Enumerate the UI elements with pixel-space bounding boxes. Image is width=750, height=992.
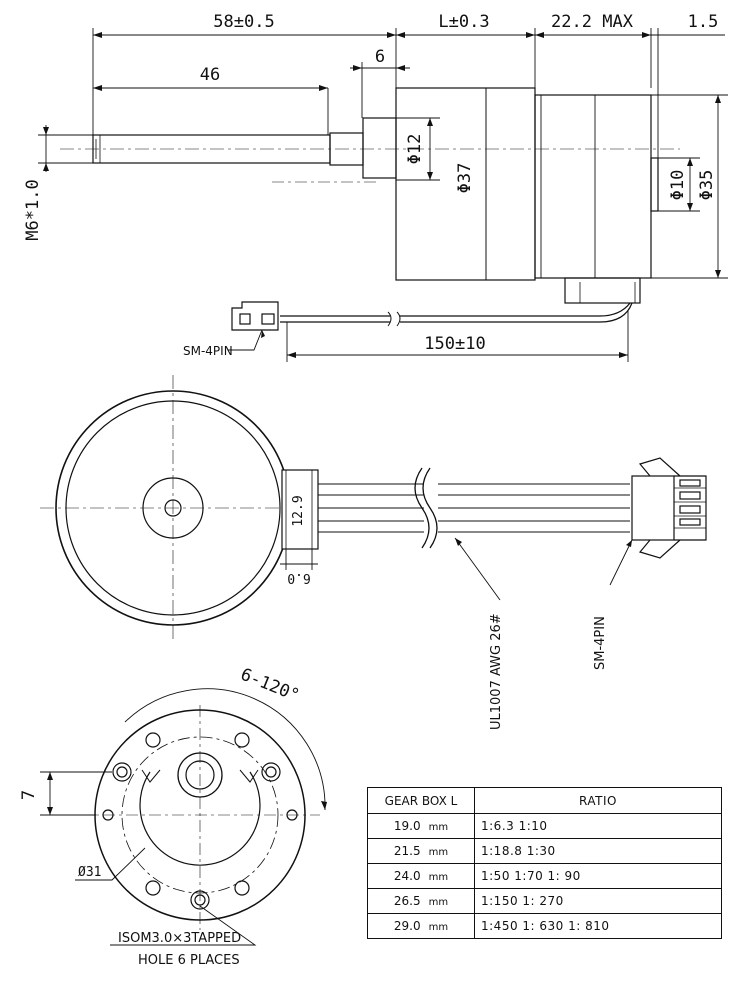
cell-ratio: 1:6.3 1:10: [474, 813, 722, 839]
dim-thread: M6*1.0: [23, 179, 43, 240]
dim-end-boss-width: 6.0: [287, 570, 310, 585]
dim-gearbox-diameter: Φ37: [455, 163, 475, 194]
end-connector-label: SM-4PIN: [593, 616, 608, 670]
dim-overall-length: 58±0.5: [213, 12, 274, 32]
dim-end-length: 1.5: [688, 12, 719, 32]
header-gearbox-length: GEAR BOX L: [367, 787, 475, 814]
dim-motor-diameter: Φ35: [697, 170, 717, 201]
hole-note-line1: ISOM3.0×3TAPPED: [118, 931, 241, 946]
dim-offset: 7: [19, 790, 39, 800]
table-header-row: GEAR BOX L RATIO: [367, 787, 722, 814]
dim-boss-length: 6: [375, 47, 385, 67]
cell-ratio: 1:150 1: 270: [474, 888, 722, 914]
cell-ratio: 1:18.8 1:30: [474, 838, 722, 864]
dim-motor-length: 22.2 MAX: [551, 12, 634, 32]
header-ratio: RATIO: [474, 787, 722, 814]
side-connector-label: SM-4PIN: [183, 344, 233, 358]
dim-cable-length: 150±10: [424, 334, 485, 354]
cell-ratio: 1:50 1:70 1: 90: [474, 863, 722, 889]
dim-body-length: L±0.3: [438, 12, 489, 32]
wire-label: UL1007 AWG 26#: [489, 613, 504, 730]
side-view: 58±0.5 L±0.3 22.2 MAX 1.5 46 6: [23, 12, 728, 362]
hole-note-line2: HOLE 6 PLACES: [138, 953, 240, 968]
dim-boss-diameter: Φ12: [405, 134, 425, 165]
dim-pcd: Ø31: [78, 865, 101, 880]
front-view: 6-120° 7 Ø31 ISOM3.0×3TAPPED HOLE 6 PLAC…: [19, 665, 327, 968]
cell-ratio: 1:450 1: 630 1: 810: [474, 913, 722, 939]
dim-shaft-length: 46: [200, 65, 220, 85]
dim-end-boss-height: 12.9: [291, 495, 306, 526]
dim-cap-diameter: Φ10: [668, 170, 688, 201]
end-view: 12.9 6.0 UL1007 AWG 26#: [40, 375, 707, 730]
dim-angle: 6-120°: [238, 665, 302, 707]
